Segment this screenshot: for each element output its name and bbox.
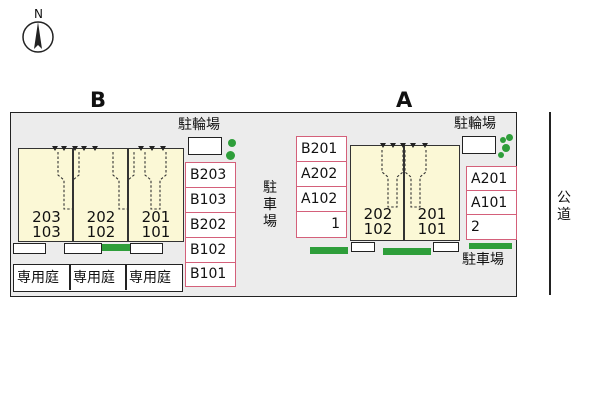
- b-parking-slot-3: B202: [186, 213, 235, 238]
- b-parking-slot-1: B203: [186, 163, 235, 188]
- b-hedge: [102, 244, 130, 251]
- building-b-letter: B: [90, 88, 107, 112]
- center-parking-label: 駐 車 場: [263, 180, 277, 230]
- a-unit-2-bottom: 101: [417, 220, 447, 238]
- b-unit-3-bottom: 101: [141, 223, 171, 241]
- center-parking-column: B201 A202 A102 1: [296, 136, 347, 238]
- b-garden-3-label: 専用庭: [129, 270, 171, 286]
- center-parking-slot-3: A102: [297, 187, 346, 212]
- b-garden-2-label: 専用庭: [73, 270, 115, 286]
- a-step-1: [351, 242, 375, 252]
- building-b: 203 103 202 102 201 101: [18, 148, 184, 242]
- b-parking-slot-2: B103: [186, 188, 235, 213]
- b-unit-1-top: 203: [32, 208, 61, 226]
- center-hedge: [310, 247, 348, 254]
- b-step-3: [130, 243, 163, 254]
- b-bicycle-parking: [188, 137, 222, 155]
- b-gardens: 専用庭 専用庭 専用庭: [13, 264, 183, 292]
- a-tree-1: [500, 137, 506, 143]
- a-tree-2: [506, 134, 513, 141]
- b-unit-2-bottom: 102: [86, 223, 116, 241]
- a-parking-slot-2: A101: [467, 191, 516, 215]
- center-parking-slot-2: A202: [297, 162, 346, 187]
- a-bicycle-parking-label: 駐輪場: [454, 116, 496, 132]
- b-parking-slot-5: B101: [190, 266, 227, 282]
- a-tree-4: [498, 152, 504, 158]
- b-tree-1: [228, 139, 236, 147]
- a-parking-column: A201 A101 2: [466, 166, 517, 240]
- compass-letter: N: [34, 7, 43, 21]
- b-unit-3-top: 201: [141, 208, 171, 226]
- a-unit-1-bottom: 102: [363, 220, 393, 238]
- a-tree-3: [502, 144, 510, 152]
- a-parking-label: 駐車場: [462, 252, 504, 268]
- b-unit-1-bottom: 103: [32, 223, 61, 241]
- b-parking-column: B203 B103 B202 B102 B101: [185, 162, 236, 287]
- building-a-letter: A: [396, 88, 413, 112]
- b-tree-2: [226, 151, 235, 160]
- b-unit-2-top: 202: [86, 208, 116, 226]
- a-parking-slot-1: A201: [467, 167, 516, 191]
- a-parking-slot-3: 2: [471, 218, 480, 235]
- b-bicycle-parking-label: 駐輪場: [178, 117, 220, 133]
- road-label: 公 道: [557, 190, 571, 223]
- a-hedge-1: [383, 248, 431, 255]
- a-unit-2-top: 201: [417, 205, 447, 223]
- a-unit-1-top: 202: [363, 205, 393, 223]
- center-parking-slot-4: 1: [331, 216, 340, 232]
- a-hedge-2: [469, 243, 512, 249]
- north-arrow-icon: [22, 21, 54, 53]
- center-parking-slot-1: B201: [297, 137, 346, 162]
- b-step-2: [64, 243, 102, 254]
- b-step-1: [13, 243, 46, 254]
- b-garden-1-label: 専用庭: [17, 270, 59, 286]
- a-step-2: [433, 242, 459, 252]
- road-line: [549, 112, 551, 295]
- a-bicycle-parking: [462, 136, 496, 154]
- b-parking-slot-4: B102: [186, 238, 235, 263]
